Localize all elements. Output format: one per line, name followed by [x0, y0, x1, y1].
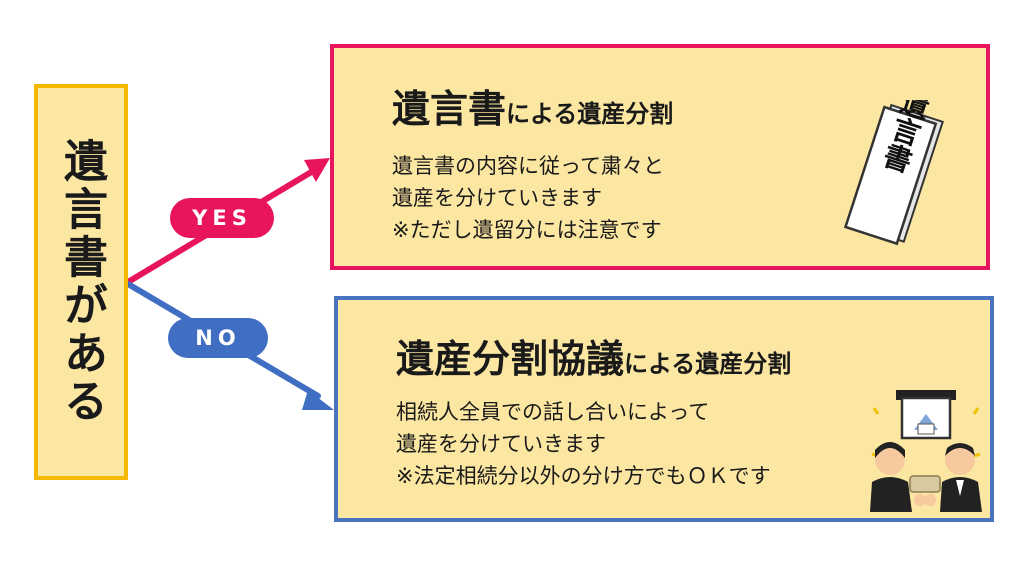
no-branch-label: NO [168, 318, 268, 358]
yes-arrowhead [304, 158, 330, 182]
partition-agreement-card: 遺産分割協議による遺産分割 相続人全員での話し合いによって 遺産を分けていきます… [334, 296, 994, 522]
heirs-agreement-illustration [866, 384, 986, 512]
will-division-card: 遺言書による遺産分割 遺言書の内容に従って粛々と 遺産を分けていきます ※ただし… [330, 44, 990, 270]
partition-agreement-line: 遺産を分けていきます [396, 432, 606, 456]
partition-agreement-line: ※法定相続分以外の分け方でもＯＫです [396, 464, 771, 488]
partition-agreement-title-main: 遺産分割協議 [396, 337, 625, 381]
start-node: 遺言書がある [34, 84, 128, 480]
will-division-line: 遺産を分けていきます [392, 186, 602, 210]
will-division-line: 遺言書の内容に従って粛々と [392, 154, 664, 178]
will-division-title-suffix: による遺産分割 [506, 100, 674, 128]
partition-agreement-line: 相続人全員での話し合いによって [396, 400, 710, 424]
partition-agreement-description: 相続人全員での話し合いによって 遺産を分けていきます ※法定相続分以外の分け方で… [396, 396, 771, 492]
will-division-line: ※ただし遺留分には注意です [392, 218, 662, 242]
will-division-title-main: 遺言書 [392, 87, 507, 131]
will-division-description: 遺言書の内容に従って粛々と 遺産を分けていきます ※ただし遺留分には注意です [392, 150, 664, 246]
partition-agreement-title-suffix: による遺産分割 [624, 350, 792, 378]
will-division-title: 遺言書による遺産分割 [392, 90, 673, 128]
no-arrowhead [302, 390, 334, 410]
partition-agreement-title: 遺産分割協議による遺産分割 [396, 340, 791, 378]
will-document-illustration: 遺言書 [836, 85, 956, 250]
start-node-label: 遺言書がある [56, 138, 107, 426]
yes-branch-label: YES [170, 198, 274, 238]
